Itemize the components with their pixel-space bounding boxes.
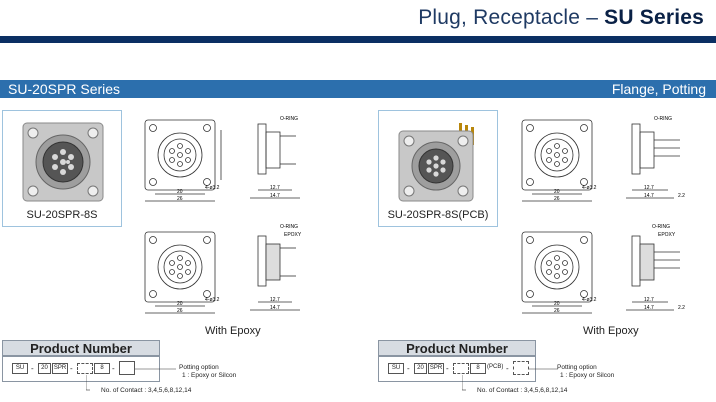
epoxy-label: EPOXY (284, 232, 302, 238)
dim-label: 26 (554, 308, 560, 314)
with-epoxy-caption: With Epoxy (583, 325, 639, 337)
pn-dash: - (446, 364, 449, 373)
potting-option-label: Potting option (179, 364, 219, 371)
dim-label: 12.7 (270, 297, 280, 303)
dim-label: 4-ø3.2 (205, 185, 220, 191)
dim-label: 14.7 (270, 193, 280, 199)
section-bar (0, 80, 716, 98)
ring-label: O-RING (280, 116, 298, 122)
dim-label: 26 (177, 308, 183, 314)
pn-dash: - (407, 364, 410, 373)
pn-box-size: 20 (414, 363, 427, 374)
pn-leader-lines (462, 368, 558, 391)
pn-box-series: SU (12, 363, 28, 374)
header-rule (0, 36, 716, 43)
potting-option-label: Potting option (557, 364, 597, 371)
pn-box-gender: 8 (470, 363, 486, 374)
epoxy-label: EPOXY (658, 232, 676, 238)
dim-label: 12.7 (644, 297, 654, 303)
product-label: SU-20SPR-8S(PCB) (387, 209, 489, 221)
pn-box-gender: 8 (94, 363, 110, 374)
page-title: Plug, Receptacle – SU Series (418, 6, 704, 29)
side-view-epoxy-pcb-drawing: O-RING EPOXY 12.7 14.7 2.2 (626, 224, 685, 311)
pn-box-type: SPR (428, 363, 444, 374)
product-number-title: Product Number (378, 340, 536, 356)
side-view-pcb-drawing: O-RING 12.7 14.7 2.2 (626, 116, 685, 199)
pn-dash: - (31, 364, 34, 373)
dim-label: 4-ø3.2 (582, 297, 597, 303)
pn-leader-lines (86, 368, 176, 391)
dim-label: 12.7 (644, 185, 654, 191)
pn-box-potting (119, 361, 135, 375)
contacts-note: No. of Contact : 3,4,5,6,8,12,14 (101, 387, 192, 394)
connector-pcb-photo-icon (398, 123, 474, 202)
dim-label: 4-ø3.2 (205, 297, 220, 303)
pn-dash: - (506, 364, 509, 373)
dim-label: 12.7 (270, 185, 280, 191)
with-epoxy-caption: With Epoxy (205, 325, 261, 337)
contacts-note: No. of Contact : 3,4,5,6,8,12,14 (477, 387, 568, 394)
front-view-drawing: 20 26 4-ø3.2 (521, 231, 597, 314)
pn-pcb-label: (PCB) (487, 363, 503, 374)
product-photo-panel: SU-20SPR-8S (2, 110, 122, 227)
dim-label: 4-ø3.2 (582, 185, 597, 191)
ring-label: O-RING (280, 224, 298, 230)
dim-label: 20 (554, 301, 560, 307)
dim-label: 20 (177, 301, 183, 307)
dim-label: 14.7 (270, 305, 280, 311)
pn-box-potting (513, 361, 529, 375)
pn-box-size: 20 (38, 363, 51, 374)
side-view-epoxy-drawing: O-RING EPOXY 12.7 14.7 (250, 224, 302, 311)
dim-label: 2.2 (678, 305, 685, 311)
pn-box-series: SU (388, 363, 404, 374)
front-view-drawing: 20 26 4-ø3.2 (144, 231, 220, 314)
ring-label: O-RING (654, 116, 672, 122)
product-number-title: Product Number (2, 340, 160, 356)
potting-option-values: 1 : Epoxy or Silcon (182, 372, 237, 379)
dim-label: 26 (554, 196, 560, 202)
product-label: SU-20SPR-8S (26, 209, 98, 221)
pn-box-contacts (77, 363, 93, 374)
product-photo-panel: SU-20SPR-8S(PCB) (378, 110, 498, 227)
section-title: SU-20SPR Series (8, 81, 121, 97)
connector-photo-icon (22, 122, 104, 202)
dim-label: 14.7 (644, 193, 654, 199)
dim-label: 14.7 (644, 305, 654, 311)
pn-box-type: SPR (52, 363, 68, 374)
front-view-drawing: 20 26 4-ø3.2 (521, 119, 597, 202)
pn-dash: - (112, 364, 115, 373)
dim-label: 26 (177, 196, 183, 202)
dim-label: 20 (554, 189, 560, 195)
pn-dash: - (70, 364, 73, 373)
side-view-drawing: O-RING 12.7 14.7 (250, 116, 300, 199)
pn-box-contacts (453, 363, 469, 374)
front-view-drawing: 20 26 4-ø3.2 (144, 119, 222, 202)
dim-label: 2.2 (678, 193, 685, 199)
ring-label: O-RING (652, 224, 670, 230)
section-subtitle: Flange, Potting (611, 81, 706, 97)
dim-label: 20 (177, 189, 183, 195)
potting-option-values: 1 : Epoxy or Silcon (560, 372, 615, 379)
